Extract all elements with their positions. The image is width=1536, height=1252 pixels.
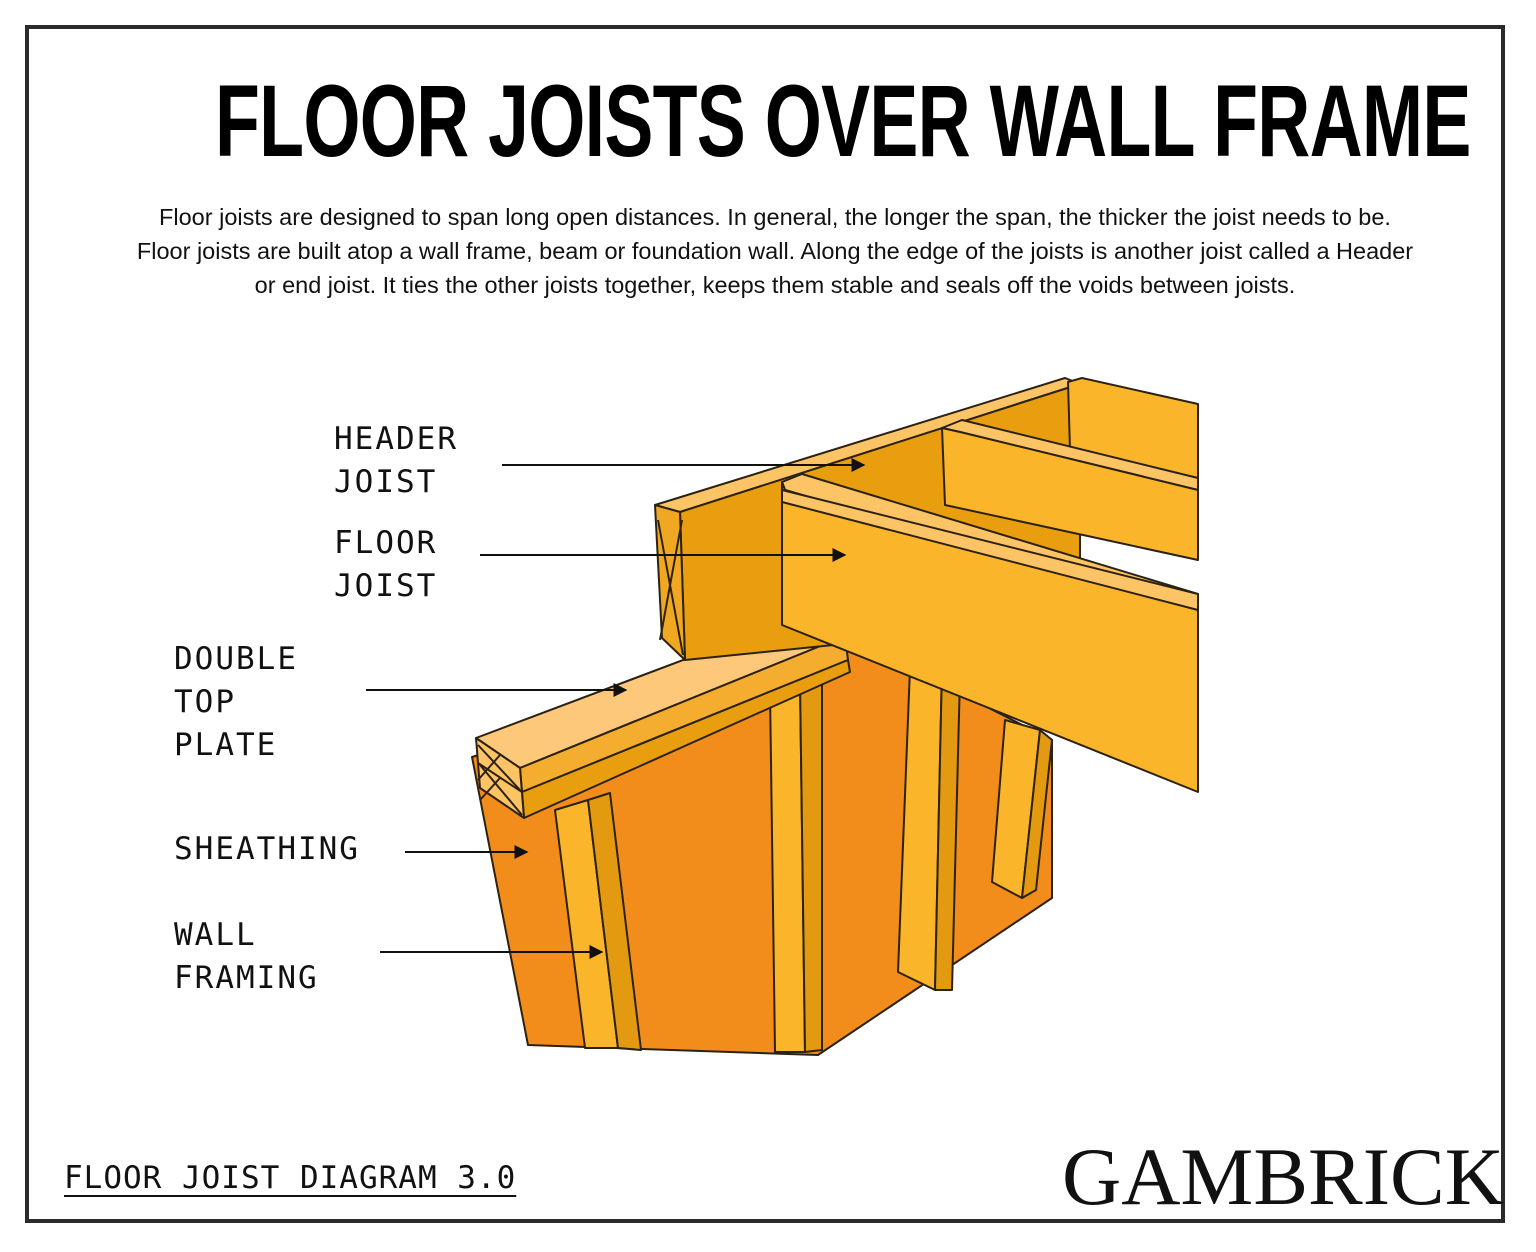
floor-joist-middle: [941, 427, 1199, 561]
label-sheathing: SHEATHING: [174, 831, 360, 867]
brand-logo: GAMBRICK: [1062, 1131, 1504, 1222]
floor-joist-front-edge: [781, 489, 1199, 611]
wall-stud: [799, 672, 823, 1053]
page-title: FLOOR JOISTS OVER WALL FRAME: [215, 64, 1471, 178]
diagram-caption: FLOOR JOIST DIAGRAM 3.0: [64, 1160, 517, 1196]
wall-stud: [1021, 729, 1053, 899]
description-text: Floor joists are designed to span long o…: [136, 204, 1414, 298]
label-wall-framing: WALL FRAMING: [174, 917, 319, 996]
label-header-joist: HEADER JOIST: [334, 421, 458, 500]
label-floor-joist: FLOOR JOIST: [334, 525, 438, 604]
wall-stud: [587, 792, 642, 1051]
floor-joist-front: [781, 481, 1199, 793]
label-double-top-plate: DOUBLE TOP PLATE: [174, 641, 298, 763]
